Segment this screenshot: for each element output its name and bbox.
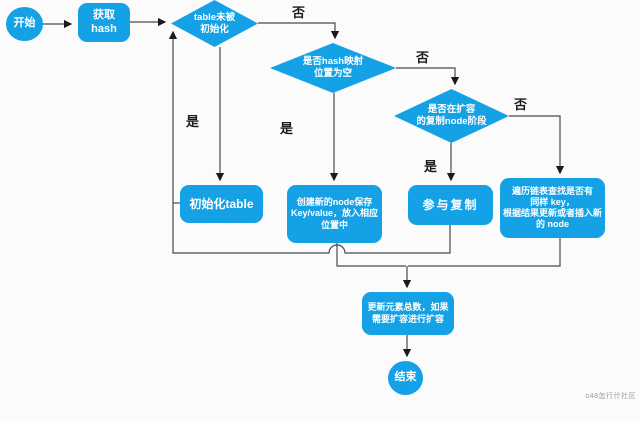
process-text-line: 遍历链表查找是否有 bbox=[511, 185, 593, 196]
edge-d2-no-to-d3 bbox=[396, 67, 460, 86]
branch-label-no-1: 否 bbox=[292, 5, 306, 20]
process-text-line: 创建新的node保存 bbox=[296, 197, 373, 208]
branch-label-no-2: 否 bbox=[416, 50, 430, 65]
assist-copy-node: 参与复制 bbox=[408, 185, 493, 225]
process-text-line: 更新元素总数，如果 bbox=[367, 302, 449, 313]
traverse-list-node: 遍历链表查找是否有 同样 key， 根据结果更新或者插入新 的 node bbox=[500, 178, 605, 238]
branch-label-yes-3: 是 bbox=[424, 159, 438, 174]
decision-text-line: 位置为空 bbox=[313, 68, 352, 79]
process-text-line: 的 node bbox=[536, 219, 569, 230]
process-text-line: 需要扩容进行扩容 bbox=[371, 313, 444, 324]
start-label: 开始 bbox=[13, 17, 36, 30]
process-text-line: 位置中 bbox=[320, 219, 348, 230]
update-count-node: 更新元素总数，如果 需要扩容进行扩容 bbox=[362, 292, 454, 335]
decision-text-line: 是否hash映射 bbox=[302, 56, 364, 68]
decision-text-line: 的复制node阶段 bbox=[416, 116, 487, 127]
end-node: 结束 bbox=[388, 361, 423, 395]
decision-text-line: 是否在扩容 bbox=[427, 104, 476, 116]
init-table-label: 初始化table bbox=[189, 196, 254, 211]
decision-text-line: 初始化 bbox=[200, 23, 229, 35]
init-table-node: 初始化table bbox=[180, 185, 263, 223]
edge-d3-no-to-traverse bbox=[509, 115, 565, 175]
process-text-line: Key/value，放入相应 bbox=[290, 208, 379, 219]
process-text-line: 根据结果更新或者插入新 bbox=[502, 208, 602, 218]
get-hash-line: 获取 bbox=[93, 8, 115, 21]
watermark-text: o48怎行什社区 bbox=[585, 393, 636, 400]
process-text-line: 同样 key， bbox=[530, 196, 575, 207]
branch-label-yes-1: 是 bbox=[186, 114, 200, 129]
decision-text-line: table未被 bbox=[193, 11, 236, 23]
end-label: 结束 bbox=[394, 371, 417, 384]
edge-d1-no-to-d2 bbox=[258, 22, 340, 40]
create-node-node: 创建新的node保存 Key/value，放入相应 位置中 bbox=[287, 185, 382, 243]
edge-traverse-to-merge bbox=[408, 238, 561, 267]
branch-label-no-3: 否 bbox=[514, 97, 528, 112]
branch-label-yes-2: 是 bbox=[280, 121, 294, 136]
get-hash-line: hash bbox=[91, 22, 117, 35]
edge-createnode-to-merge bbox=[336, 243, 406, 267]
get-hash-node: 获取 hash bbox=[78, 3, 130, 42]
assist-copy-label: 参与复制 bbox=[422, 197, 479, 212]
start-node: 开始 bbox=[6, 7, 43, 41]
